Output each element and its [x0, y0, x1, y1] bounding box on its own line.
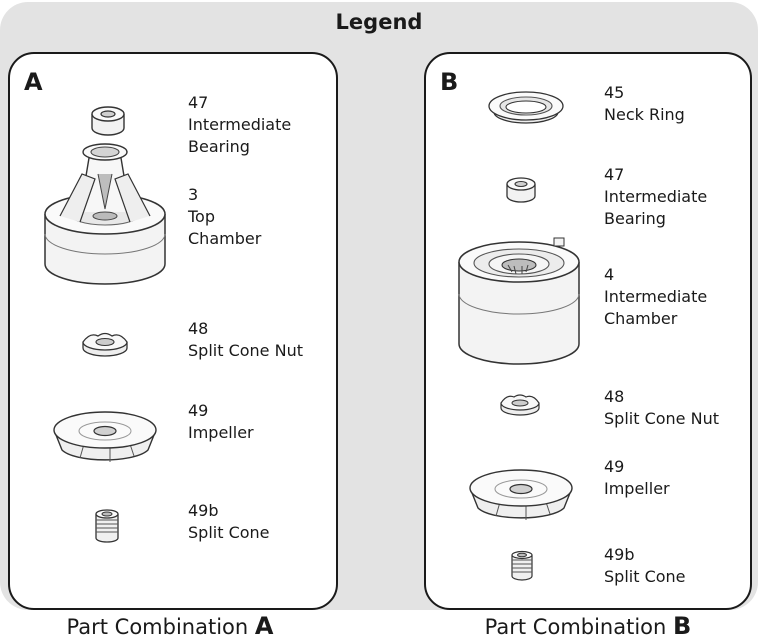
panel-a: A 47 Intermediate Bearing: [8, 52, 338, 610]
part-name: Split Cone Nut: [604, 409, 719, 428]
part-name: Chamber: [604, 309, 678, 328]
part-number: 3: [188, 185, 199, 204]
part-label: 48 Split Cone Nut: [604, 386, 719, 430]
split-cone-icon: [95, 509, 119, 543]
part-name: Split Cone: [604, 567, 686, 586]
legend-title: Legend: [335, 10, 423, 34]
split-cone-nut-icon: [500, 394, 540, 416]
part-label: 3 Top Chamber: [188, 184, 261, 250]
part-name: Impeller: [188, 423, 254, 442]
part-number: 49: [604, 457, 625, 476]
part-number: 49b: [188, 501, 219, 520]
part-name: Split Cone Nut: [188, 341, 303, 360]
part-number: 49: [188, 401, 209, 420]
part-label: 47 Intermediate Bearing: [188, 92, 291, 158]
part-name: Impeller: [604, 479, 670, 498]
impeller-icon: [469, 469, 573, 520]
part-number: 47: [604, 165, 625, 184]
part-name: Intermediate: [604, 287, 708, 306]
part-name: Intermediate: [188, 115, 292, 134]
impeller-icon: [53, 411, 157, 462]
neck-ring-icon: [488, 91, 564, 124]
panel-letter: A: [24, 68, 43, 96]
part-name: Neck Ring: [604, 105, 685, 124]
part-label: 49 Impeller: [604, 456, 670, 500]
panel-b: B 45 Neck Ring 47 Intermediate Bearing: [424, 52, 752, 610]
part-label: 49b Split Cone: [188, 500, 270, 544]
panel-letter: B: [440, 68, 459, 96]
part-label: 47 Intermediate Bearing: [604, 164, 707, 230]
part-number: 47: [188, 93, 209, 112]
intermediate-chamber-icon: [458, 237, 580, 365]
part-label: 49b Split Cone: [604, 544, 686, 588]
caption-text: Part Combination: [66, 615, 249, 639]
part-name: Top: [188, 207, 215, 226]
caption-part-combination-a: Part Combination A: [0, 612, 340, 640]
part-number: 48: [188, 319, 209, 338]
intermediate-bearing-icon: [91, 106, 125, 136]
part-name: Intermediate: [604, 187, 708, 206]
caption-letter: B: [673, 612, 692, 640]
part-label: 4 Intermediate Chamber: [604, 264, 707, 330]
part-label: 45 Neck Ring: [604, 82, 685, 126]
part-label: 48 Split Cone Nut: [188, 318, 303, 362]
part-number: 4: [604, 265, 615, 284]
split-cone-icon: [511, 550, 533, 581]
caption-text: Part Combination: [484, 615, 667, 639]
part-name: Bearing: [188, 137, 250, 156]
caption-letter: A: [254, 612, 274, 640]
part-name: Bearing: [604, 209, 666, 228]
part-number: 49b: [604, 545, 635, 564]
part-number: 48: [604, 387, 625, 406]
caption-part-combination-b: Part Combination B: [418, 612, 758, 640]
part-name: Split Cone: [188, 523, 270, 542]
part-label: 49 Impeller: [188, 400, 254, 444]
top-chamber-icon: [44, 143, 166, 285]
part-number: 45: [604, 83, 625, 102]
part-name: Chamber: [188, 229, 262, 248]
split-cone-nut-icon: [82, 332, 128, 357]
intermediate-bearing-icon: [506, 177, 536, 203]
